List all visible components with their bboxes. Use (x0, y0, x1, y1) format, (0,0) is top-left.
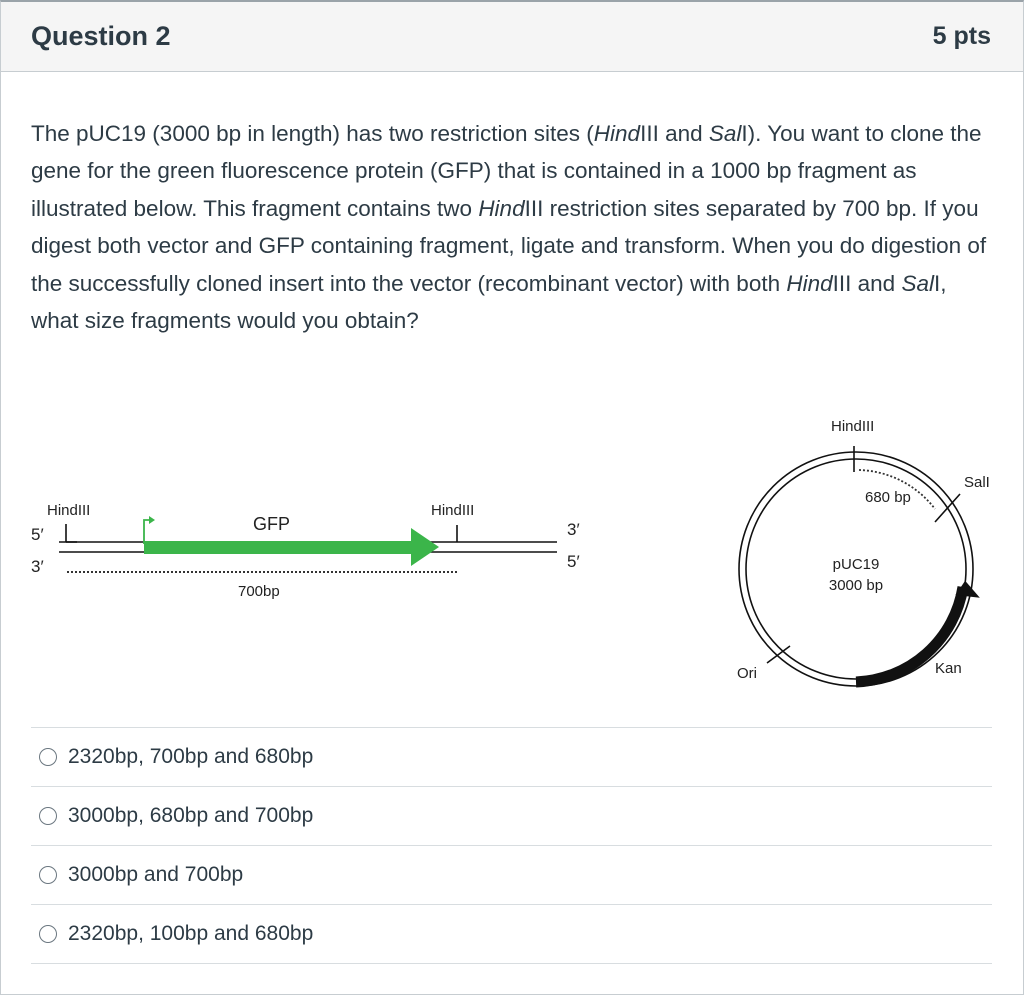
question-points: 5 pts (932, 22, 991, 50)
plasmid-name: pUC19 (833, 556, 880, 573)
enzyme-name-italic: Hind (478, 195, 525, 221)
enzyme-name-italic: Hind (593, 121, 641, 146)
puc19-plasmid-diagram: Kan 680 bp HindIII SalI Ori pUC19 3000 b… (737, 418, 990, 688)
answer-option-4[interactable]: 2320bp, 100bp and 680bp (31, 904, 992, 964)
plasmid-sali-label: SalI (964, 474, 990, 491)
promoter-arrow-icon (143, 519, 151, 544)
top-strand-5-label: 5′ (31, 525, 44, 544)
enzyme-name-italic: Sal (901, 270, 934, 296)
question-figure: 5′ 3′ 3′ 5′ HindIII HindIII GFP 700bp (31, 418, 990, 688)
question-text: The pUC19 (3000 bp in length) has two re… (31, 115, 996, 339)
plasmid-outer-circle (738, 451, 974, 687)
kan-resistance-arc (855, 586, 969, 688)
right-hindiii-label: HindIII (431, 502, 474, 519)
answer-radio-1[interactable] (39, 748, 57, 766)
bottom-strand-5-label: 5′ (567, 552, 580, 571)
answer-radio-4[interactable] (39, 925, 57, 943)
kan-arrowhead-icon (955, 580, 980, 598)
680bp-label: 680 bp (865, 489, 911, 506)
question-text-run: III and (640, 121, 709, 146)
answer-option-2[interactable]: 3000bp, 680bp and 700bp (31, 786, 992, 845)
top-strand-3-label: 3′ (567, 520, 580, 539)
answer-radio-3[interactable] (39, 866, 57, 884)
gfp-fragment-diagram: 5′ 3′ 3′ 5′ HindIII HindIII GFP 700bp (31, 502, 580, 600)
question-header: Question 2 5 pts (1, 2, 1023, 72)
ori-tick (766, 645, 791, 664)
left-hindiii-label: HindIII (47, 502, 90, 519)
plasmid-hindiii-label: HindIII (831, 418, 874, 435)
bottom-strand-3-label: 3′ (31, 557, 44, 576)
question-text-run: I). You want to clone the gene for the g… (31, 121, 982, 221)
gfp-label: GFP (253, 514, 290, 534)
answer-label-3: 3000bp and 700bp (68, 863, 244, 886)
plasmid-size: 3000 bp (829, 577, 883, 594)
700bp-label: 700bp (238, 583, 280, 600)
answer-label-4: 2320bp, 100bp and 680bp (68, 922, 314, 945)
answer-radio-2[interactable] (39, 807, 57, 825)
question-text-run: I, what size fragments would you obtain? (31, 270, 947, 334)
question-title: Question 2 (31, 21, 171, 51)
enzyme-name-italic: Sal (708, 121, 742, 146)
answer-option-3[interactable]: 3000bp and 700bp (31, 845, 992, 904)
question-text-run: III restriction sites separated by 700 b… (31, 195, 987, 296)
ori-label: Ori (737, 665, 757, 682)
question-text-run: III and (832, 270, 902, 296)
gfp-gene-arrow (144, 528, 439, 566)
answer-label-2: 3000bp, 680bp and 700bp (68, 804, 314, 827)
answer-option-1[interactable]: 2320bp, 700bp and 680bp (31, 727, 992, 786)
question-text-run: The pUC19 (3000 bp in length) has two re… (31, 121, 594, 146)
answer-list: 2320bp, 700bp and 680bp 3000bp, 680bp an… (31, 727, 992, 964)
plasmid-sali-tick (934, 493, 961, 523)
answer-label-1: 2320bp, 700bp and 680bp (68, 745, 314, 768)
kan-label: Kan (935, 660, 962, 677)
680bp-dotted-arc (858, 469, 936, 510)
enzyme-name-italic: Hind (786, 270, 833, 296)
